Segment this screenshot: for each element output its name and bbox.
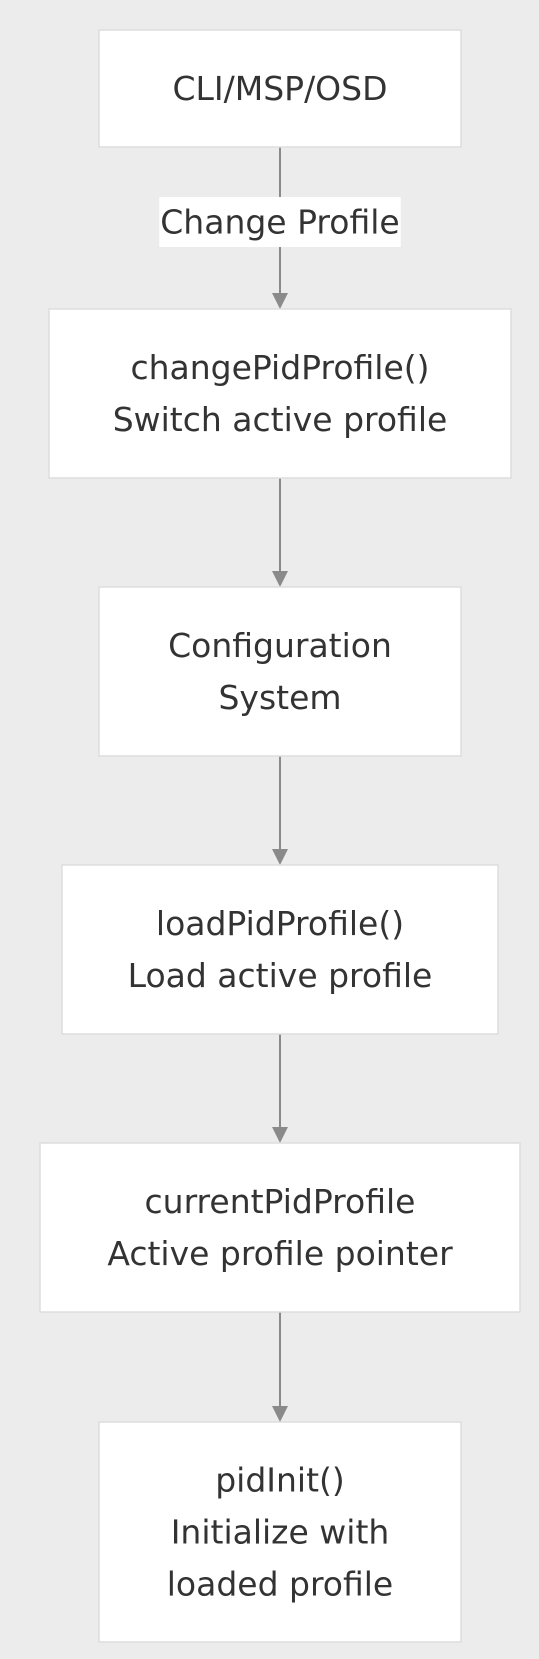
edges: Change Profile bbox=[159, 147, 401, 1422]
node-label-line: currentPidProfile bbox=[145, 1182, 416, 1221]
edge-label: Change Profile bbox=[160, 203, 399, 242]
node-load-pid-profile: loadPidProfile() Load active profile bbox=[61, 864, 499, 1035]
node-box bbox=[61, 864, 499, 1035]
node-label-line: Active profile pointer bbox=[107, 1234, 453, 1273]
edge-configuration-system-to-load-pid-profile bbox=[272, 756, 288, 865]
arrow-head-icon bbox=[272, 293, 288, 309]
edge-current-pid-profile-to-pid-init bbox=[272, 1312, 288, 1422]
arrow-head-icon bbox=[272, 849, 288, 865]
node-label-line: Load active profile bbox=[128, 956, 433, 995]
node-cli-msp-osd: CLI/MSP/OSD bbox=[98, 29, 462, 148]
node-box bbox=[98, 1421, 462, 1643]
node-label-line: Configuration bbox=[168, 626, 392, 665]
node-label-line: Initialize with bbox=[171, 1513, 390, 1552]
node-label-line: Switch active profile bbox=[113, 400, 448, 439]
node-box bbox=[48, 308, 512, 479]
node-pid-init: pidInit() Initialize with loaded profile bbox=[98, 1421, 462, 1643]
arrow-head-icon bbox=[272, 1406, 288, 1422]
nodes: CLI/MSP/OSD changePidProfile() Switch acti… bbox=[39, 29, 521, 1643]
node-box bbox=[98, 29, 462, 148]
node-label-line: System bbox=[218, 678, 341, 717]
node-label-line: CLI/MSP/OSD bbox=[172, 69, 387, 108]
arrow-head-icon bbox=[272, 1127, 288, 1143]
node-label-line: changePidProfile() bbox=[130, 348, 429, 387]
node-box bbox=[39, 1142, 521, 1313]
node-change-pid-profile: changePidProfile() Switch active profile bbox=[48, 308, 512, 479]
node-label-line: loadPidProfile() bbox=[156, 904, 404, 943]
arrow-head-icon bbox=[272, 571, 288, 587]
edge-load-pid-profile-to-current-pid-profile bbox=[272, 1034, 288, 1143]
node-label-line: loaded profile bbox=[167, 1565, 394, 1604]
node-label-line: pidInit() bbox=[215, 1461, 345, 1500]
node-box bbox=[98, 586, 462, 757]
edge-cli-msp-osd-to-change-pid-profile: Change Profile bbox=[159, 147, 401, 309]
edge-label-background bbox=[159, 197, 401, 247]
edge-change-pid-profile-to-configuration-system bbox=[272, 478, 288, 587]
